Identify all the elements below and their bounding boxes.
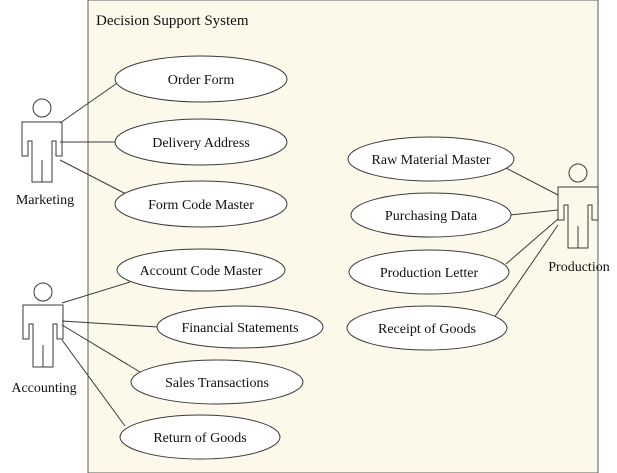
use-case-delivery-address: Delivery Address [114, 118, 288, 166]
association-marketing-form-code-master [59, 159, 127, 195]
association-accounting-financial-statements [61, 320, 159, 328]
use-case-label: Sales Transactions [165, 376, 269, 391]
use-case-ellipse [114, 118, 288, 166]
association-production-raw-material-master [503, 166, 559, 196]
use-case-ellipse [114, 180, 288, 228]
use-case-ellipse [346, 305, 508, 351]
use-case-label: Form Code Master [148, 198, 254, 213]
association-lines [59, 78, 559, 427]
actor-label: Accounting [11, 381, 76, 396]
use-case-purchasing-data: Purchasing Data [350, 192, 512, 238]
actor-label: Production [548, 260, 609, 275]
use-case-ellipse [119, 414, 281, 460]
use-case-ellipse [114, 55, 288, 103]
use-case-label: Raw Material Master [372, 153, 491, 168]
use-case-production-letter: Production Letter [348, 249, 510, 295]
use-case-ellipse [156, 305, 324, 349]
association-accounting-sales-transactions [61, 324, 141, 373]
use-case-raw-material-master: Raw Material Master [347, 136, 515, 182]
association-accounting-account-code-master [61, 281, 131, 304]
actor-marketing: Marketing [16, 98, 74, 208]
use-case-label: Delivery Address [152, 136, 250, 151]
use-case-label: Account Code Master [140, 264, 263, 279]
use-case-label: Receipt of Goods [378, 322, 476, 337]
person-icon [22, 282, 64, 368]
person-icon [557, 163, 599, 249]
use-case-financial-statements: Financial Statements [156, 305, 324, 349]
use-case-ellipse [350, 192, 512, 238]
use-case-ellipse [116, 248, 286, 292]
use-case-sales-transactions: Sales Transactions [130, 359, 304, 405]
association-production-receipt-of-goods [493, 224, 559, 319]
use-case-ellipse [348, 249, 510, 295]
use-case-ellipse [347, 136, 515, 182]
use-case-return-of-goods: Return of Goods [119, 414, 281, 460]
actor-label: Marketing [16, 193, 74, 208]
person-icon [21, 98, 63, 183]
association-marketing-order-form [59, 78, 124, 124]
association-production-purchasing-data [509, 209, 559, 216]
system-title: Decision Support System [96, 13, 249, 29]
association-accounting-return-of-goods [61, 339, 126, 427]
use-case-label: Return of Goods [153, 431, 246, 446]
use-case-label: Production Letter [380, 266, 479, 281]
use-case-order-form: Order Form [114, 55, 288, 103]
association-production-production-letter [505, 218, 559, 265]
use-case-form-code-master: Form Code Master [114, 180, 288, 228]
use-case-label: Financial Statements [181, 321, 298, 336]
actor-production: Production [548, 163, 610, 275]
actor-accounting: Accounting [11, 282, 77, 396]
use-case-account-code-master: Account Code Master [116, 248, 286, 292]
use-case-receipt-of-goods: Receipt of Goods [346, 305, 508, 351]
use-case-label: Order Form [168, 73, 235, 88]
use-case-label: Purchasing Data [385, 209, 478, 224]
use-case-ellipse [130, 359, 304, 405]
